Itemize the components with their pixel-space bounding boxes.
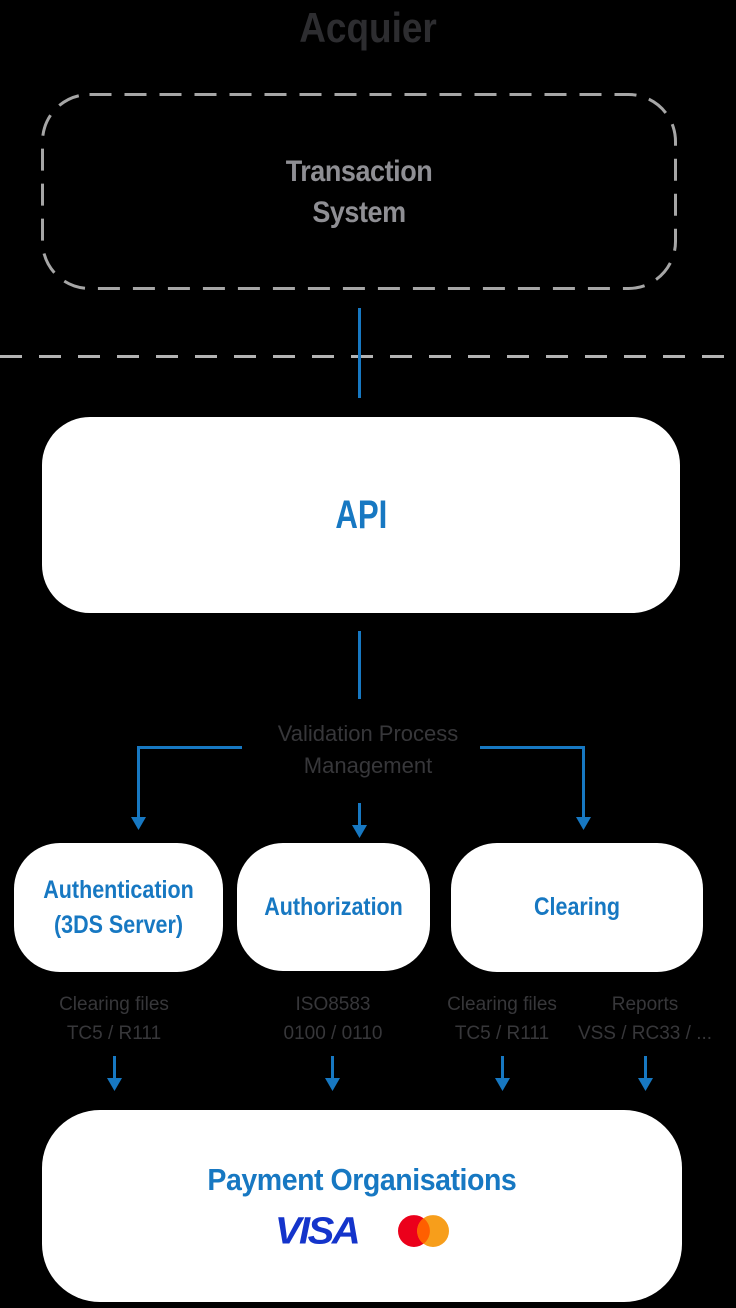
output-label-clearing-files-auth: Clearing files TC5 / R111 <box>59 994 169 1044</box>
output-label-reports: Reports VSS / RC33 / ... <box>577 994 713 1044</box>
output-label-iso8583: ISO8583 0100 / 0110 <box>283 994 383 1044</box>
payment-organisations-title: Payment Organisations <box>207 1162 517 1197</box>
api-label: API <box>334 492 388 537</box>
authentication-box: Authentication (3DS Server) <box>14 843 223 972</box>
validation-process-label: Validation Process Management <box>277 721 459 778</box>
transaction-system-label: Transaction System <box>285 154 433 229</box>
authorization-label: Authorization <box>264 892 403 921</box>
authorization-box: Authorization <box>237 843 430 971</box>
authentication-label: Authentication (3DS Server) <box>43 875 194 939</box>
output-label-clearing-files: Clearing files TC5 / R111 <box>447 994 557 1044</box>
acquirer-title: Acquier <box>299 4 437 51</box>
payment-logos-row: VISA <box>274 1210 450 1252</box>
clearing-label: Clearing <box>533 893 621 921</box>
clearing-box: Clearing <box>451 843 703 972</box>
visa-logo: VISA <box>274 1210 361 1252</box>
payment-organisations-box: Payment Organisations VISA <box>42 1110 682 1302</box>
mastercard-logo <box>398 1215 450 1247</box>
api-box: API <box>42 417 680 613</box>
transaction-system-box: Transaction System <box>73 93 645 290</box>
